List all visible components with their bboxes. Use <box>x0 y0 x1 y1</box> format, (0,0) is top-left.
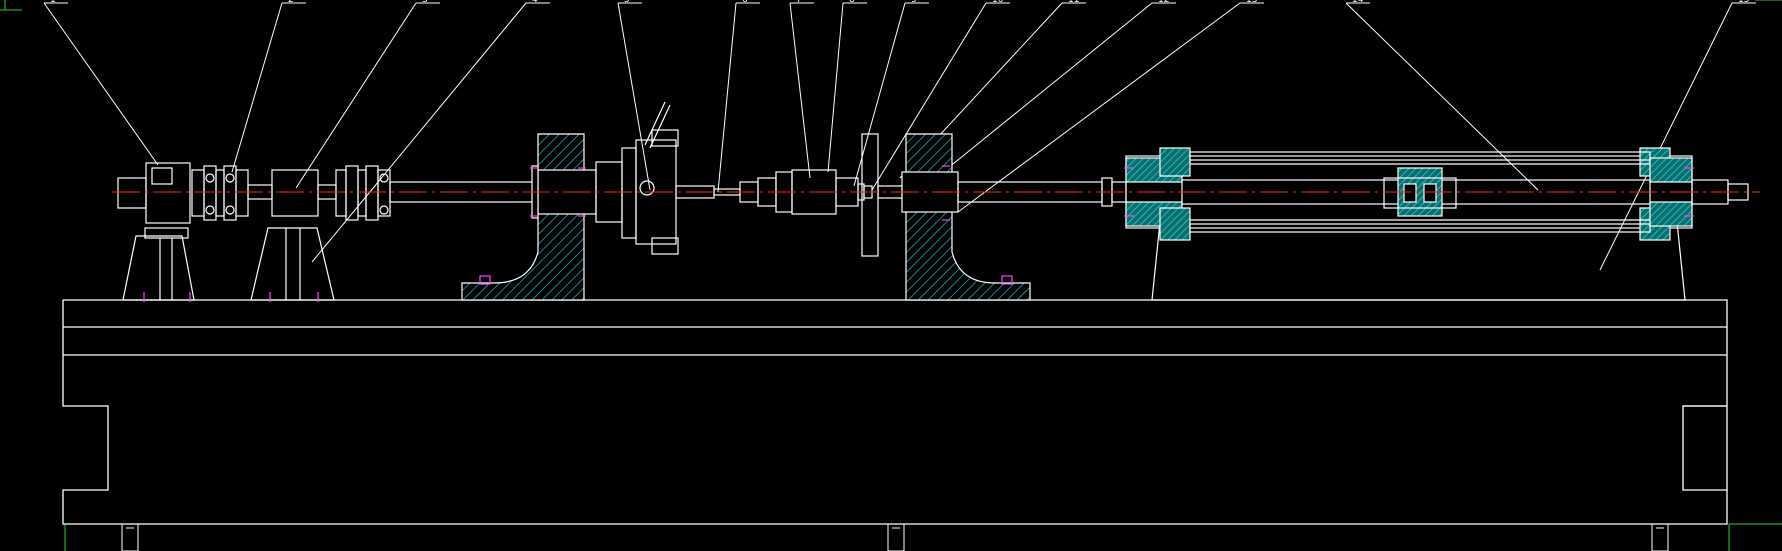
balloon-label: 9 <box>911 0 917 5</box>
fasteners <box>143 165 1694 302</box>
leader-line <box>617 2 651 191</box>
balloon-label: 1 <box>50 0 56 5</box>
balloon-label: 6 <box>742 0 748 5</box>
leader-line <box>231 2 283 173</box>
balloon-label: 2 <box>288 0 294 5</box>
balloon-label: 5 <box>624 0 630 5</box>
bearing-pedestal-left <box>461 133 597 301</box>
balloon-label: 7 <box>796 0 802 5</box>
torque-sensor-assembly <box>247 169 337 301</box>
motor-assembly <box>117 162 195 301</box>
leader-line <box>295 2 417 189</box>
balloon-label: 8 <box>849 0 855 5</box>
leader-line <box>717 2 737 193</box>
balloon-label: 3 <box>422 0 428 5</box>
bearing-pedestal-right <box>901 133 1031 301</box>
leader-line <box>43 2 159 166</box>
hydraulic-cylinder <box>1125 147 1749 301</box>
leader-line <box>871 2 987 191</box>
three-jaw-chuck <box>595 101 715 255</box>
leader-line <box>957 2 1241 213</box>
balloon-label: 15 <box>1738 0 1749 5</box>
leader-line <box>1345 2 1539 191</box>
leader-line <box>1599 2 1733 271</box>
balloon-label: 12 <box>1158 0 1169 5</box>
leader-line <box>827 2 844 173</box>
coupling-1 <box>191 165 249 221</box>
balloon-label: 13 <box>1246 0 1257 5</box>
leader-line <box>947 2 1153 169</box>
balloon-label: 11 <box>1068 0 1079 5</box>
leader-line <box>311 2 527 263</box>
balloon-label: 4 <box>532 0 538 5</box>
leveling-feet <box>121 523 1669 551</box>
base-frame <box>62 299 1728 525</box>
balloon-label: 10 <box>992 0 1004 5</box>
leader-line <box>789 2 811 179</box>
balloon-label: 14 <box>1352 0 1364 5</box>
coupling-2 <box>335 165 391 221</box>
